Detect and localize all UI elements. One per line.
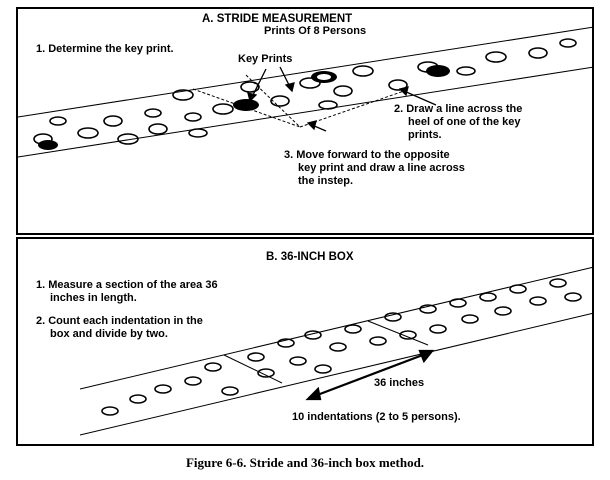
box-boundary-right	[367, 320, 429, 346]
box-boundary-left	[223, 354, 283, 384]
key-print	[233, 99, 259, 111]
stride-measurement-panel: A. STRIDE MEASUREMENT Prints Of 8 Person…	[16, 7, 595, 235]
step-count-indentations-2: box and divide by two.	[50, 328, 168, 340]
measurement-lines	[192, 74, 405, 128]
panel-b-title: B. 36-INCH BOX	[266, 251, 354, 263]
step-draw-line-1: 2. Draw a line across the	[394, 103, 523, 115]
step-determine-key-print: 1. Determine the key print.	[36, 43, 174, 55]
step-move-forward-2: key print and draw a line across	[298, 162, 465, 174]
key-prints-label: Key Prints	[238, 53, 293, 65]
box-diagram	[79, 266, 595, 436]
footprint	[101, 406, 119, 416]
panel-a-title: A. STRIDE MEASUREMENT	[202, 13, 353, 25]
step-measure-section-2: inches in length.	[50, 292, 137, 304]
measure-label: 36 inches	[374, 377, 425, 389]
box-method-panel: B. 36-INCH BOX 1. Measure a section of t…	[16, 237, 595, 446]
indentation-count-label: 10 indentations (2 to 5 persons).	[292, 411, 461, 423]
step-draw-line-2: heel of one of the key	[408, 116, 521, 128]
footprints	[33, 38, 577, 145]
trail-edge-bottom	[79, 312, 595, 436]
step-move-forward-3: the instep.	[298, 175, 354, 187]
trail-edge-bottom	[18, 66, 595, 158]
footprints	[101, 278, 582, 416]
trail-edge-top	[18, 26, 595, 118]
measurement-arrow	[305, 349, 435, 401]
trail-edge-top	[79, 266, 595, 390]
step-count-indentations-1: 2. Count each indentation in the	[36, 315, 203, 327]
step-draw-line-3: prints.	[408, 129, 442, 141]
pointer-arrows	[247, 66, 437, 132]
stride-diagram	[18, 26, 595, 158]
figure-caption: Figure 6-6. Stride and 36-inch box metho…	[185, 455, 425, 470]
step-measure-section-1: 1. Measure a section of the area 36	[36, 279, 218, 291]
panel-a-subtitle: Prints Of 8 Persons	[264, 25, 367, 37]
step-move-forward-1: 3. Move forward to the opposite	[284, 149, 450, 161]
key-prints-group	[233, 71, 337, 111]
